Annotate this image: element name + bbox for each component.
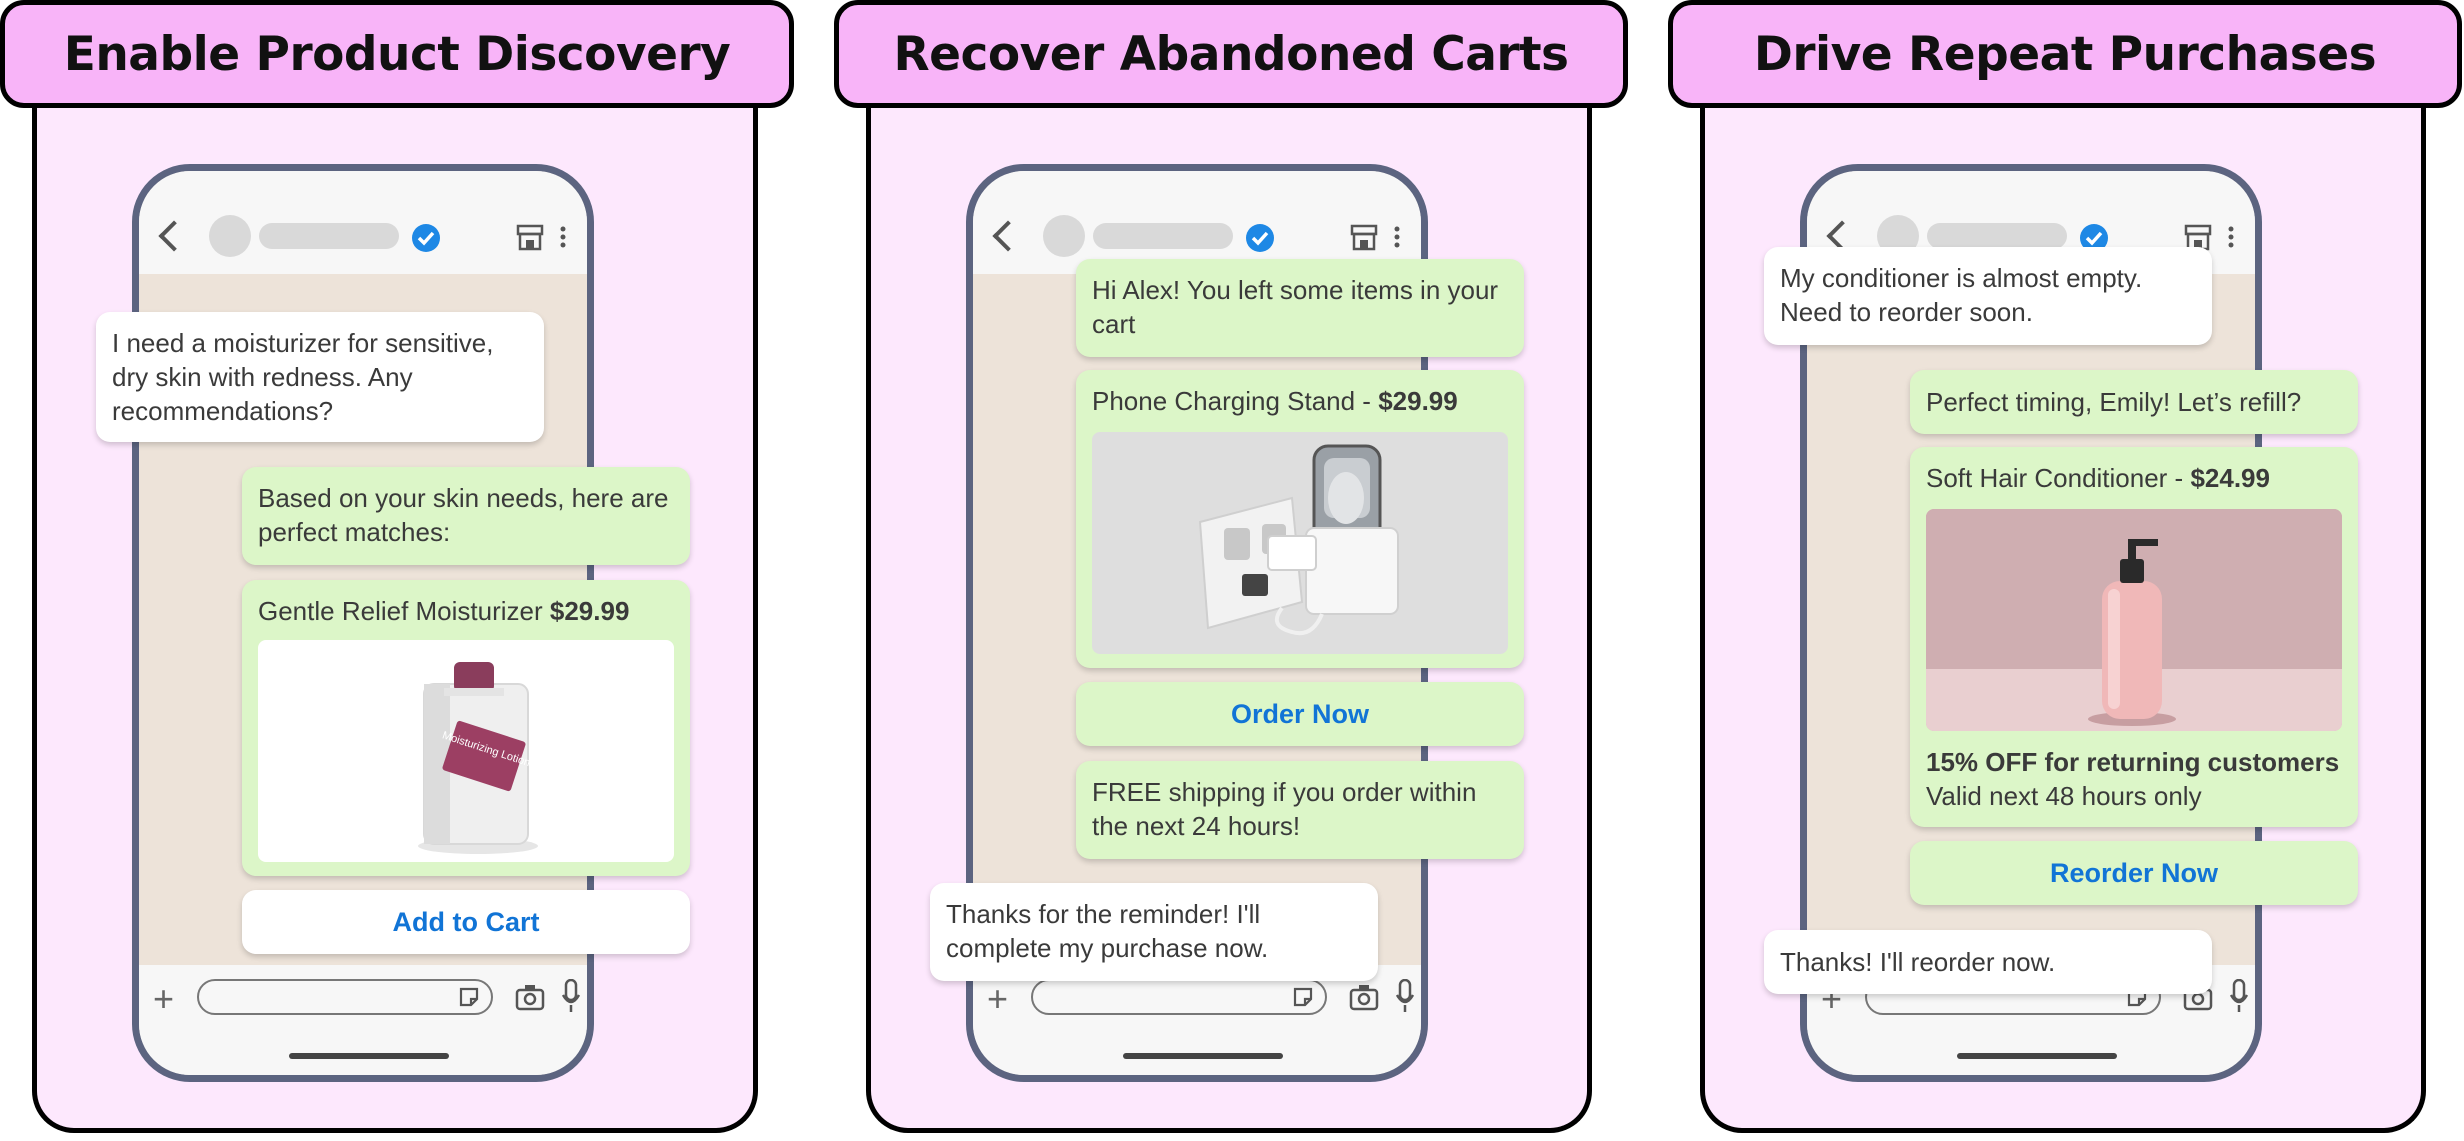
product-card: Gentle Relief Moisturizer $29.99 Moistur… [242, 580, 690, 876]
panel-abandoned-carts: Recover Abandoned Carts + Hi Alex! You l… [834, 0, 1632, 1141]
kebab-menu-icon[interactable] [559, 225, 567, 249]
avatar [1043, 215, 1085, 257]
message-text: My conditioner is almost empty. Need to … [1780, 263, 2143, 327]
sticker-icon[interactable] [1291, 985, 1315, 1009]
bot-message-bubble: FREE shipping if you order within the ne… [1076, 761, 1524, 859]
product-price: $29.99 [549, 596, 630, 626]
panel-repeat-purchases: Drive Repeat Purchases + My conditioner … [1668, 0, 2464, 1141]
camera-icon[interactable] [515, 983, 545, 1011]
back-chevron-icon[interactable] [158, 220, 190, 252]
product-price: $29.99 [1378, 386, 1458, 416]
product-name: Phone Charging Stand - [1092, 386, 1379, 416]
chat-header [139, 171, 587, 274]
kebab-menu-icon[interactable] [2227, 225, 2235, 249]
conditioner-bottle-image [1926, 509, 2342, 731]
kebab-menu-icon[interactable] [1393, 225, 1401, 249]
message-text: Perfect timing, Emily! Let’s refill? [1926, 387, 2302, 417]
product-name: Soft Hair Conditioner - [1926, 463, 2191, 493]
home-indicator [1123, 1053, 1283, 1059]
user-message-bubble: Thanks for the reminder! I'll complete m… [930, 883, 1378, 981]
panel-title: Enable Product Discovery [63, 26, 731, 82]
chat-input-bar: + [973, 965, 1421, 1075]
discount-offer: 15% OFF for returning customers [1926, 747, 2340, 777]
panel-product-discovery: Enable Product Discovery + I need a mois… [0, 0, 798, 1141]
offer-validity: Valid next 48 hours only [1926, 781, 2202, 811]
verified-badge-icon [1246, 224, 1274, 252]
product-card: Soft Hair Conditioner - $24.99 15% OFF f… [1910, 447, 2358, 827]
plus-icon[interactable]: + [987, 978, 1009, 1019]
microphone-icon[interactable] [561, 979, 581, 1013]
product-image [1926, 509, 2342, 731]
product-price: $24.99 [2190, 463, 2270, 493]
panel-title: Drive Repeat Purchases [1753, 26, 2377, 82]
message-input[interactable] [197, 979, 493, 1015]
chat-header [973, 171, 1421, 274]
contact-name-placeholder [1927, 223, 2067, 249]
message-input[interactable] [1031, 979, 1327, 1015]
back-chevron-icon[interactable] [992, 220, 1024, 252]
reorder-now-button[interactable]: Reorder Now [1910, 841, 2358, 905]
message-text: Based on your skin needs, here are perfe… [258, 483, 669, 547]
verified-badge-icon [2080, 224, 2108, 252]
message-text: Thanks! I'll reorder now. [1780, 947, 2056, 977]
product-image: Moisturizing Lotion [258, 640, 674, 862]
store-icon[interactable] [515, 223, 545, 251]
message-text: Hi Alex! You left some items in your car… [1092, 275, 1499, 339]
user-message-bubble: I need a moisturizer for sensitive, dry … [96, 312, 544, 442]
product-image [1092, 432, 1508, 654]
camera-icon[interactable] [1349, 983, 1379, 1011]
panel-header: Enable Product Discovery [0, 0, 794, 108]
panel-title: Recover Abandoned Carts [893, 26, 1569, 82]
plus-icon[interactable]: + [153, 978, 175, 1019]
bot-message-bubble: Perfect timing, Emily! Let’s refill? [1910, 370, 2358, 434]
verified-badge-icon [412, 224, 440, 252]
bot-message-bubble: Based on your skin needs, here are perfe… [242, 467, 690, 565]
contact-name-placeholder [1093, 223, 1233, 249]
home-indicator [1957, 1053, 2117, 1059]
charging-stand-image [1198, 444, 1399, 636]
microphone-icon[interactable] [1395, 979, 1415, 1013]
user-message-bubble: My conditioner is almost empty. Need to … [1764, 247, 2212, 345]
user-message-bubble: Thanks! I'll reorder now. [1764, 930, 2212, 994]
offer-text: 15% OFF for returning customers Valid ne… [1926, 745, 2339, 813]
microphone-icon[interactable] [2229, 979, 2249, 1013]
store-icon[interactable] [1349, 223, 1379, 251]
home-indicator [289, 1053, 449, 1059]
bot-message-bubble: Hi Alex! You left some items in your car… [1076, 259, 1524, 357]
panel-header: Drive Repeat Purchases [1668, 0, 2462, 108]
avatar [209, 215, 251, 257]
message-text: Thanks for the reminder! I'll complete m… [946, 899, 1269, 963]
contact-name-placeholder [259, 223, 399, 249]
message-text: I need a moisturizer for sensitive, dry … [112, 328, 494, 426]
add-to-cart-button[interactable]: Add to Cart [242, 890, 690, 954]
panel-header: Recover Abandoned Carts [834, 0, 1628, 108]
order-now-button[interactable]: Order Now [1076, 682, 1524, 746]
chat-input-bar: + [139, 965, 587, 1075]
product-name: Gentle Relief Moisturizer [258, 596, 543, 626]
product-card: Phone Charging Stand - $29.99 [1076, 370, 1524, 668]
sticker-icon[interactable] [457, 985, 481, 1009]
message-text: FREE shipping if you order within the ne… [1092, 777, 1477, 841]
lotion-bottle-image: Moisturizing Lotion [418, 662, 538, 854]
